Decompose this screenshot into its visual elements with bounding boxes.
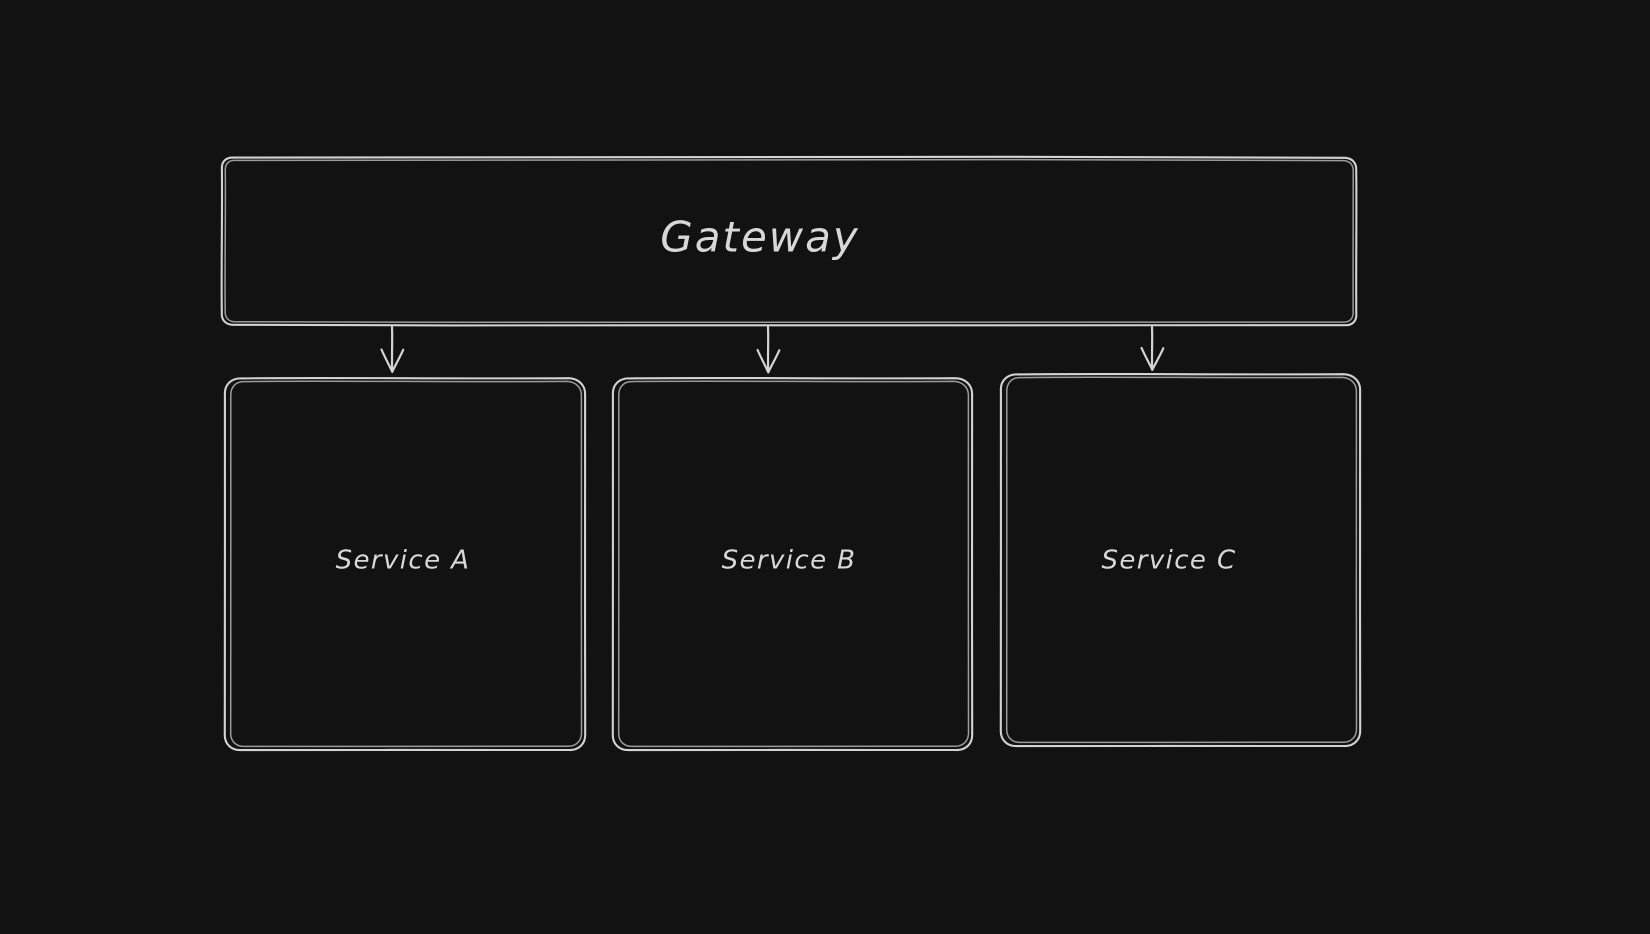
edge-gateway-to-service-c[interactable] (1140, 325, 1165, 371)
service-b-outline-second-pass (617, 380, 970, 748)
service-b-label: Service B (722, 546, 857, 576)
edge-gateway-to-service-b[interactable] (756, 325, 781, 374)
service-c-outline-second-pass (1005, 376, 1358, 744)
arrowhead-icon-right (767, 349, 781, 374)
service-a-fill (225, 378, 585, 750)
service-a-label: Service A (336, 546, 471, 576)
arrowhead-icon (756, 348, 770, 374)
service-a-outline-second-pass (229, 380, 583, 748)
arrowhead-icon-right (391, 348, 405, 373)
gateway-outline-second-pass (224, 158, 1355, 324)
node-service-a[interactable]: Service A (223, 376, 587, 752)
gateway-label: Gateway (660, 213, 860, 262)
service-a-outline (223, 376, 587, 752)
service-c-outline (999, 372, 1362, 748)
node-gateway[interactable]: Gateway (220, 155, 1358, 327)
arrowhead-icon (1140, 346, 1154, 371)
node-service-c[interactable]: Service C (999, 372, 1362, 748)
service-c-fill (1001, 374, 1360, 746)
service-c-label: Service C (1101, 546, 1236, 576)
service-b-fill (613, 378, 972, 750)
node-service-b[interactable]: Service B (611, 376, 974, 752)
gateway-fill (222, 157, 1356, 325)
service-b-outline (611, 376, 974, 752)
arrowhead-icon-right (1151, 347, 1165, 371)
edge-gateway-to-service-a[interactable] (380, 325, 405, 373)
arrowhead-icon (380, 348, 394, 373)
gateway-outline (220, 155, 1358, 327)
